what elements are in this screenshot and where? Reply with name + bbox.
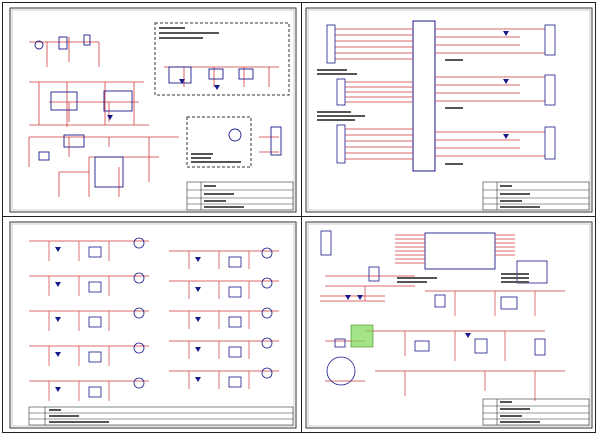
schematic-power-supply — [9, 7, 297, 213]
panel-power-supply — [9, 7, 297, 213]
schematic-mcu — [305, 221, 593, 429]
highlight-block — [350, 324, 374, 348]
panel-mcu — [305, 221, 593, 429]
schematic-io-connector — [305, 7, 593, 213]
vertical-divider — [301, 3, 302, 432]
panel-io-connector — [305, 7, 593, 213]
horizontal-divider — [3, 216, 595, 217]
panel-driver-array — [9, 221, 297, 429]
schematic-driver-array — [9, 221, 297, 429]
